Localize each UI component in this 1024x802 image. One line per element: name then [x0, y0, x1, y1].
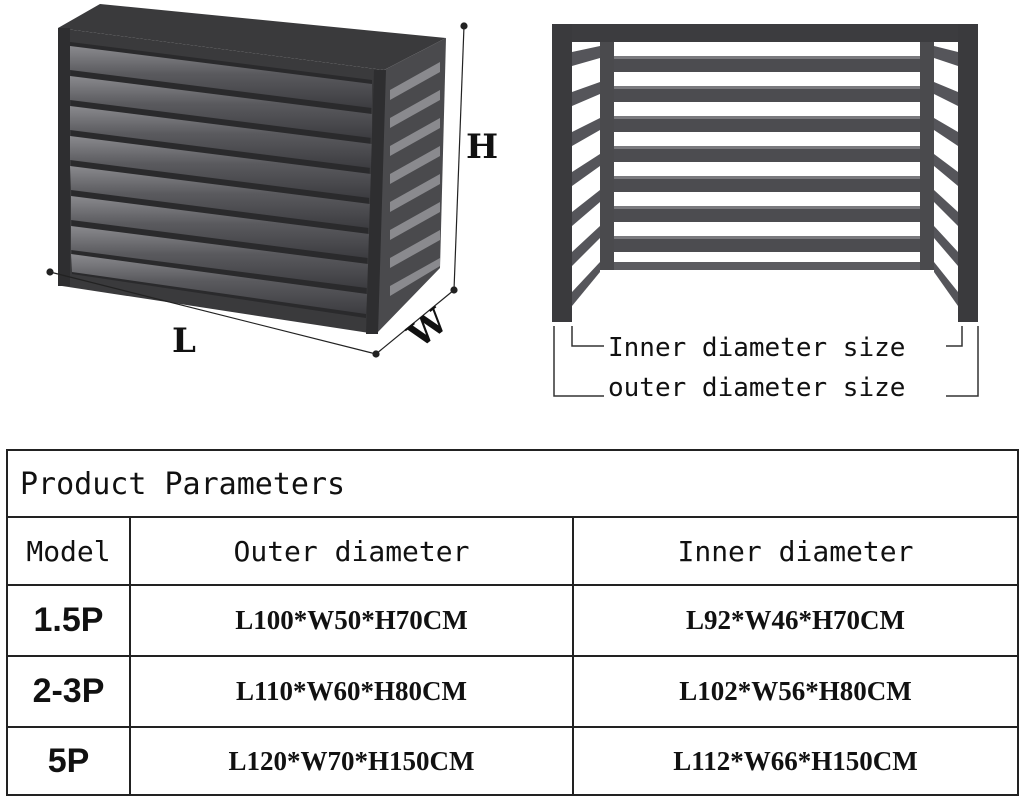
inner-size-label: Inner diameter size	[608, 333, 905, 363]
header-outer-diameter: Outer diameter	[129, 516, 574, 586]
cabinet-3d-view: L W H	[46, 4, 498, 361]
outer-diameter-cell: L110*W60*H80CM	[129, 654, 574, 728]
model-cell: 2-3P	[8, 654, 131, 728]
front-view-left-post	[552, 24, 572, 322]
product-parameters-panel: Product Parameters Model Outer diameter …	[6, 449, 1019, 796]
table-header-row: Model Outer diameter Inner diameter	[8, 516, 1017, 586]
front-view-right-slats	[934, 46, 958, 306]
front-view-top-panel	[552, 24, 978, 42]
cabinet-front-view: Inner diameter size outer diameter size	[552, 24, 979, 403]
header-model: Model	[8, 516, 131, 586]
inner-diameter-cell: L112*W66*H150CM	[572, 725, 1017, 796]
product-parameters-title: Product Parameters	[8, 451, 1017, 518]
parameters-table: Model Outer diameter Inner diameter 1.5P…	[8, 516, 1017, 796]
height-label: H	[466, 127, 498, 167]
inner-diameter-cell: L102*W56*H80CM	[572, 654, 1017, 728]
table-row: 1.5P L100*W50*H70CM L92*W46*H70CM	[8, 584, 1017, 657]
cabinet-top-panel	[58, 4, 446, 70]
size-brackets	[553, 326, 979, 397]
front-view-back-slats	[614, 56, 920, 252]
model-cell: 5P	[8, 725, 131, 796]
table-row: 5P L120*W70*H150CM L112*W66*H150CM	[8, 725, 1017, 796]
width-label: W	[400, 301, 456, 357]
outer-diameter-cell: L100*W50*H70CM	[129, 584, 574, 657]
outer-size-label: outer diameter size	[608, 373, 905, 403]
front-view-right-post	[958, 24, 978, 322]
dimension-lines	[46, 22, 468, 358]
cabinet-side-slats	[390, 62, 440, 296]
inner-diameter-cell: L92*W46*H70CM	[572, 584, 1017, 657]
table-row: 2-3P L110*W60*H80CM L102*W56*H80CM	[8, 654, 1017, 728]
outer-diameter-cell: L120*W70*H150CM	[129, 725, 574, 796]
length-label: L	[172, 321, 196, 361]
model-cell: 1.5P	[8, 584, 131, 657]
header-inner-diameter: Inner diameter	[572, 516, 1017, 586]
front-view-left-slats	[572, 46, 600, 306]
cabinet-front-slats	[70, 46, 372, 314]
product-illustration: L W H	[46, 4, 979, 403]
